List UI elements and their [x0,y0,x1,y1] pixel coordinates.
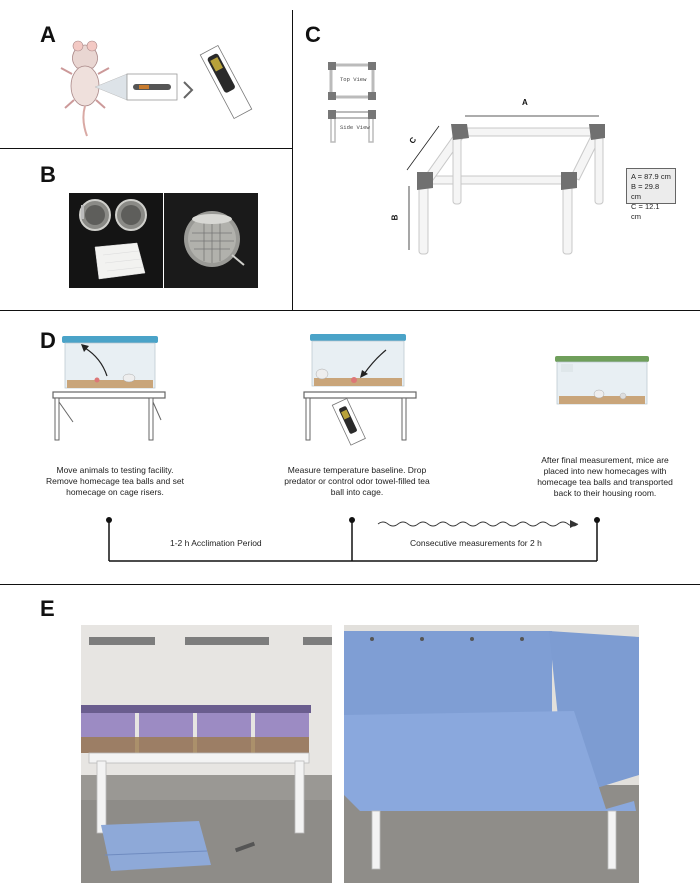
tea-ball-towel-photo [69,193,163,288]
chevron-right-icon [183,81,194,99]
dimension-b-value: B = 29.8 cm [631,182,660,201]
riser-side-view-icon [328,110,376,143]
mouse-illustration [60,40,110,137]
step1-caption: Move animals to testing facility. Remove… [46,465,184,497]
consecutive-measurements-label: Consecutive measurements for 2 h [410,538,542,548]
acclimation-period-label: 1-2 h Acclimation Period [170,538,262,548]
panel-label-d: D [40,328,56,353]
divider-ab-c-vertical [292,10,293,310]
panel-label-e: E [40,596,55,621]
divider-top-d [0,310,700,311]
divider-a-b [0,148,292,149]
closed-tea-ball-photo [164,193,258,288]
divider-d-e [0,584,700,585]
dimension-label-a: A [522,98,528,107]
top-view-label: Top View [340,76,367,83]
cage-on-riser-step1 [52,336,166,441]
cage-on-riser-step2 [303,334,417,446]
panel-label-b: B [40,162,56,187]
transponder-zoom-illustration [94,73,178,101]
side-view-label: Side View [340,124,370,131]
step3-caption: After final measurement, mice are placed… [537,455,673,498]
riser-top-view-icon [328,62,376,100]
temperature-transponder-icon [199,44,253,120]
dimensions-legend: A = 87.9 cm B = 29.8 cm C = 12.1 cm [626,168,676,221]
dimension-c-value: C = 12.1 cm [631,202,660,221]
panel-label-c: C [305,22,321,47]
dimension-a-value: A = 87.9 cm [631,172,671,181]
step2-caption: Measure temperature baseline. Drop preda… [284,465,430,497]
covered-riser-photo [344,625,639,883]
dimension-label-b: B [390,214,400,221]
new-homecage-step3 [555,356,649,405]
panel-label-a: A [40,22,56,47]
cage-riser-3d-diagram [406,115,605,255]
timeline [106,517,600,562]
cages-on-riser-photo [81,625,332,883]
